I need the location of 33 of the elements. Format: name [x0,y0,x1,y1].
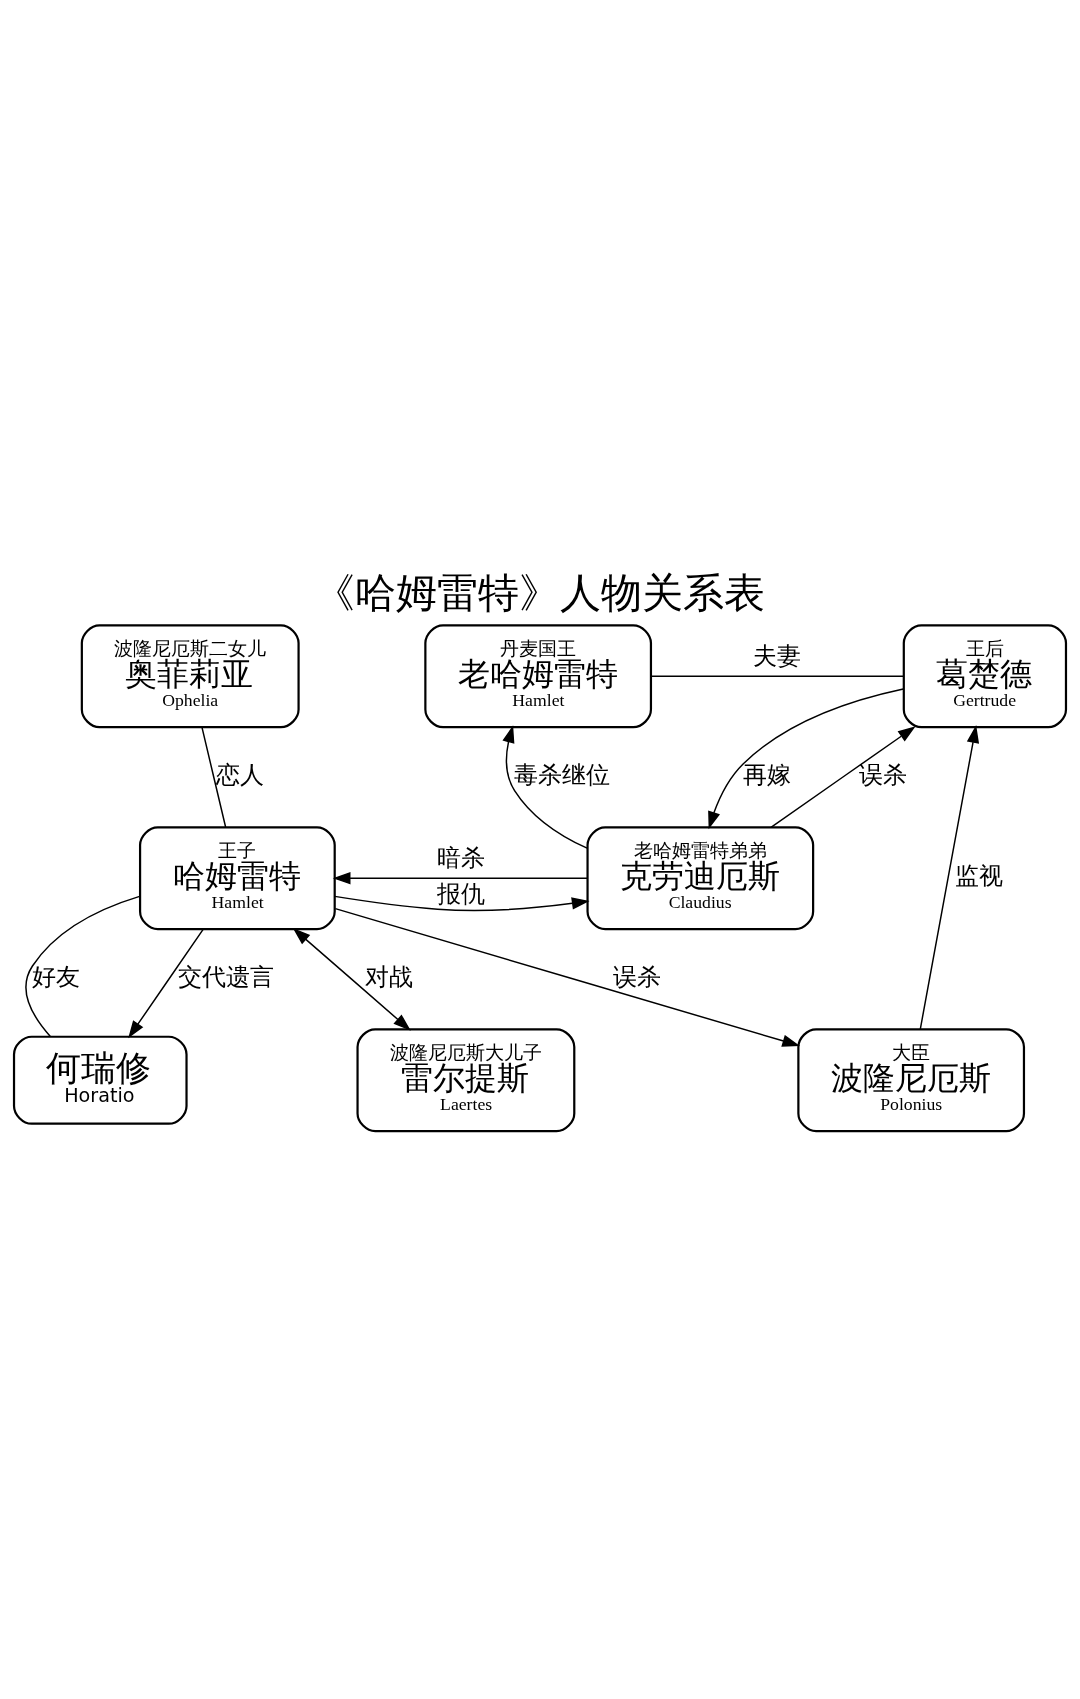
arrow [334,895,590,912]
node-box: 老哈姆雷特弟弟 克劳迪厄斯 Claudius [586,826,815,931]
node-box: 波隆尼厄斯大儿子 雷尔提斯 Laertes [356,1028,576,1133]
arrow [919,725,980,1031]
arrow [770,726,916,829]
edge-label: 对战 [365,962,414,991]
node-box: 丹麦国王 老哈姆雷特 Hamlet [424,624,653,729]
edge-label: 交代遗言 [177,962,274,991]
edge-label: 再嫁 [742,760,791,789]
edge-label: 监视 [954,861,1003,890]
edge-label: 夫妻 [753,642,802,671]
edge-label: 毒杀继位 [513,760,610,789]
diagram-title: 《哈姆雷特》人物关系表 [314,568,766,617]
edge-label: 暗杀 [437,844,486,873]
node-box: 王后 葛楚德 Gertrude [902,624,1068,729]
edge-label: 恋人 [216,760,265,789]
arrow [502,725,588,849]
arrow [128,928,204,1039]
connector [650,675,905,677]
arrow [334,907,800,1047]
connector [25,895,141,1038]
node-box: 大臣 波隆尼厄斯 Polonius [797,1028,1026,1133]
edge-label: 误杀 [859,760,908,789]
node-box: 波隆尼厄斯二女儿 奥菲莉亚 Ophelia [80,624,300,729]
edge-label: 好友 [32,962,81,991]
arrow [708,688,904,830]
arrow [332,872,589,885]
connector [201,726,227,828]
edge-label: 报仇 [437,879,486,908]
node-box: 王子 哈姆雷特 Hamlet [138,826,336,931]
edge-label: 误杀 [612,962,661,991]
node-box: 何瑞修 Horatio [12,1035,188,1125]
arrow [292,927,411,1031]
